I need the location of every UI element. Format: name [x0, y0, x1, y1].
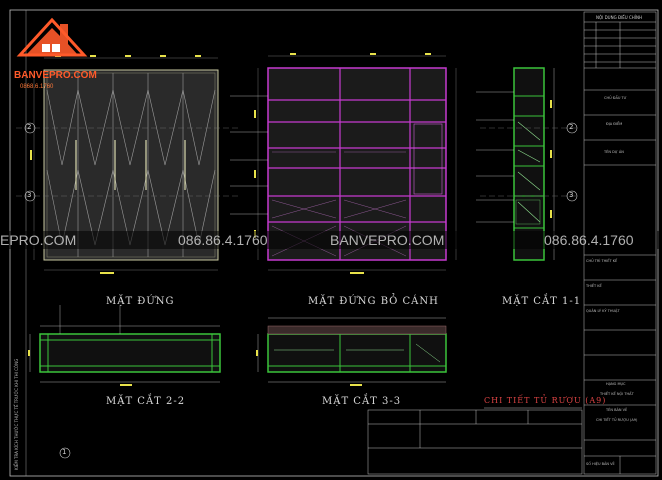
title-block: [583, 11, 657, 475]
watermark-phone-right: 086.86.4.1760: [544, 232, 634, 248]
view-title-section-3: MẶT CẮT 3-3: [322, 396, 402, 407]
watermark-site-left: EPRO.COM: [0, 232, 77, 248]
title-block-header: NỘI DUNG ĐIỀU CHỈNH: [596, 15, 642, 20]
grid-number-1-bottom: 1: [62, 448, 67, 456]
tb-field-drawing-number: SỐ HIỆU BẢN VẼ: [586, 462, 615, 466]
tb-field-owner: CHỦ ĐẦU TƯ: [604, 96, 627, 100]
watermark-phone-left: 086.86.4.1760: [178, 232, 268, 248]
tb-field-category: HẠNG MỤC: [606, 382, 626, 386]
section-2-2: [28, 305, 221, 386]
watermark-site-center: BANVEPRO.COM: [330, 232, 445, 248]
tb-field-tech-manager: QUẢN LÝ KỸ THUẬT: [586, 309, 620, 313]
tb-item-label: THIẾT KẾ NỘI THẤT: [600, 392, 634, 396]
logo-house-icon: [16, 17, 88, 57]
front-elevation: [16, 55, 240, 274]
front-elevation-doors-removed: [230, 53, 457, 274]
tb-field-designer: THIẾT KẾ: [586, 284, 602, 288]
sheet-title: CHI TIẾT TỦ RƯỢU (A9): [484, 396, 607, 405]
section-3-3: [256, 317, 447, 386]
tb-field-drawing-name: TÊN BẢN VẼ: [606, 408, 628, 412]
tb-field-project: TÊN DỰ ÁN: [604, 150, 624, 154]
grid-number-3-left: 3: [27, 191, 32, 199]
grid-number-2-left: 2: [27, 123, 32, 131]
view-title-section-1: MẶT CẮT 1-1: [502, 296, 582, 307]
section-1-1: [476, 67, 578, 261]
logo-brand: BANVEPRO.COM: [14, 70, 97, 81]
tb-field-location: ĐỊA ĐIỂM: [606, 122, 623, 126]
side-note: KIỂM TRA KÍCH THƯỚC THỰC TẾ TRƯỚC KHI TH…: [14, 358, 19, 470]
grid-number-2-right: 2: [569, 123, 574, 131]
watermark-band: [0, 231, 662, 249]
grid-markers: [24, 122, 578, 459]
notes-table: [367, 409, 583, 475]
view-title-front-open: MẶT ĐỨNG BỎ CÁNH: [308, 296, 439, 307]
view-title-front: MẶT ĐỨNG: [106, 296, 175, 307]
logo-phone: 0868.6.1760: [20, 84, 54, 90]
tb-drawing-name: CHI TIẾT TỦ RƯỢU (A9): [596, 418, 638, 422]
view-title-section-2: MẶT CẮT 2-2: [106, 396, 186, 407]
tb-field-chief-designer: CHỦ TRÌ THIẾT KẾ: [586, 259, 618, 263]
grid-number-3-right: 3: [569, 191, 574, 199]
